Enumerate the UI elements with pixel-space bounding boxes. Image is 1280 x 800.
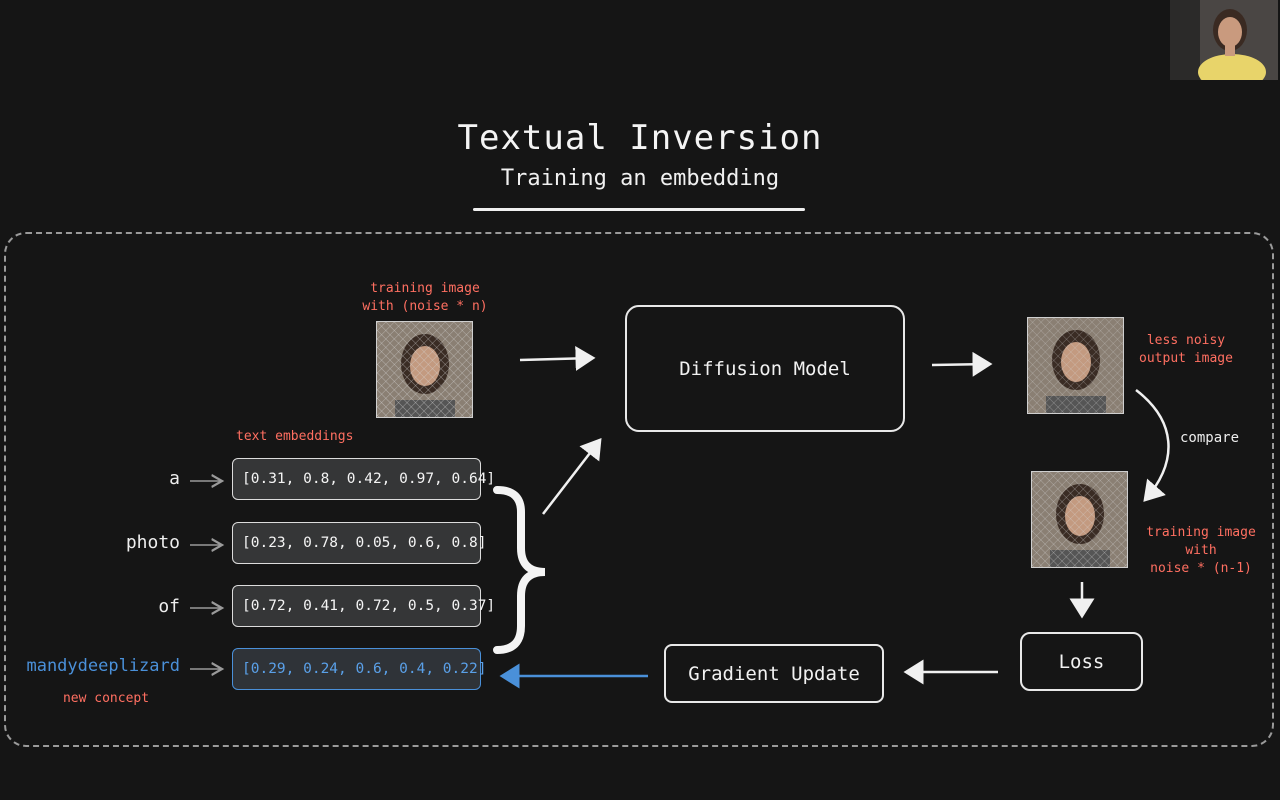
gradient-update-label: Gradient Update — [688, 662, 860, 685]
less-noisy-output-image — [1027, 317, 1124, 414]
arrow-embeddings-to-model — [542, 438, 602, 515]
token-word-of: of — [158, 596, 180, 617]
diffusion-model-label: Diffusion Model — [679, 357, 851, 380]
compare-curve — [1135, 389, 1170, 502]
diagram-title: Textual Inversion — [457, 118, 823, 158]
training-image-n1-label: training image with noise * (n-1) — [1146, 525, 1256, 576]
diagram-subtitle: Training an embedding — [500, 166, 780, 191]
compare-label: compare — [1180, 430, 1240, 446]
embedding-vector-new-concept: [0.29, 0.24, 0.6, 0.4, 0.22] — [232, 648, 486, 690]
diffusion-model-box: Diffusion Model — [625, 305, 905, 432]
gradient-update-box: Gradient Update — [664, 644, 884, 703]
text-embeddings-label: text embeddings — [236, 429, 354, 444]
presenter-webcam — [1170, 0, 1278, 80]
training-image-label: training image with (noise * n) — [362, 281, 488, 314]
new-concept-label: new concept — [62, 691, 150, 706]
embedding-brace — [493, 486, 546, 654]
embedding-vector-of: [0.72, 0.41, 0.72, 0.5, 0.37] — [232, 585, 495, 627]
less-noisy-label: less noisy output image — [1139, 333, 1233, 366]
arrow-image-to-model — [519, 345, 596, 371]
loss-label: Loss — [1058, 650, 1105, 673]
arrow-model-to-output — [931, 351, 993, 377]
embedding-vector-photo: [0.23, 0.78, 0.05, 0.6, 0.8] — [232, 522, 486, 564]
token-word-photo: photo — [125, 532, 180, 553]
noisy-training-image — [376, 321, 473, 418]
training-image-n-minus-1 — [1031, 471, 1128, 568]
diagram-frame — [4, 232, 1274, 747]
embedding-vector-a: [0.31, 0.8, 0.42, 0.97, 0.64] — [232, 458, 495, 500]
token-word-new-concept: mandydeeplizard — [26, 656, 180, 676]
token-word-a: a — [169, 468, 180, 489]
loss-box: Loss — [1020, 632, 1143, 691]
title-underline — [473, 208, 805, 211]
